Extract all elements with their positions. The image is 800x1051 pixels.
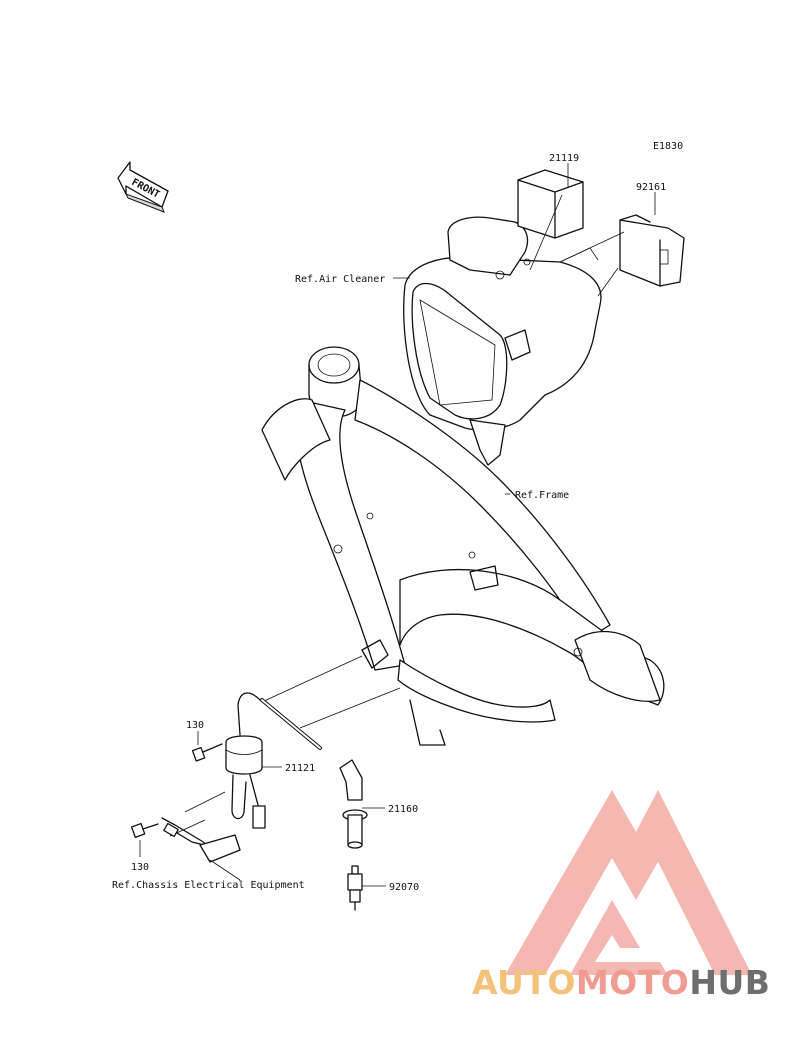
ignition-coil-drawing <box>225 692 322 829</box>
plug-cap-drawing <box>339 759 368 849</box>
wordmark-hub: HUB <box>689 963 771 1002</box>
logo-triangle-m <box>505 790 752 975</box>
wordmark-moto: MOTO <box>575 963 690 1002</box>
bolt-130a-drawing <box>191 743 223 762</box>
part-92161-drawing <box>619 214 685 287</box>
label-ref-air-cleaner: Ref.Air Cleaner <box>295 274 385 285</box>
front-arrow: FRONT <box>117 161 169 213</box>
label-ref-frame: Ref.Frame <box>515 490 569 501</box>
part-21119-drawing <box>517 169 584 239</box>
label-130-top: 130 <box>186 720 204 731</box>
bolt-130b-drawing <box>130 822 159 838</box>
leader-lines <box>139 163 656 887</box>
spark-plug-drawing <box>347 865 363 911</box>
diagram-code: E1830 <box>653 141 683 152</box>
label-130-bottom: 130 <box>131 862 149 873</box>
label-21121: 21121 <box>285 763 315 774</box>
label-92070: 92070 <box>389 882 419 893</box>
watermark-logo <box>505 790 752 975</box>
label-92161: 92161 <box>636 182 666 193</box>
frame-drawing <box>261 346 665 746</box>
label-21119: 21119 <box>549 153 579 164</box>
wire-harness-drawing <box>161 817 241 863</box>
watermark-wordmark: AUTOMOTOHUB <box>472 963 770 1002</box>
label-21160: 21160 <box>388 804 418 815</box>
wordmark-auto: AUTO <box>472 963 576 1002</box>
air-cleaner-drawing <box>403 216 602 466</box>
label-ref-chassis: Ref.Chassis Electrical Equipment <box>112 880 305 891</box>
logo-inner-g <box>570 900 668 975</box>
alignment-lines <box>169 194 625 837</box>
